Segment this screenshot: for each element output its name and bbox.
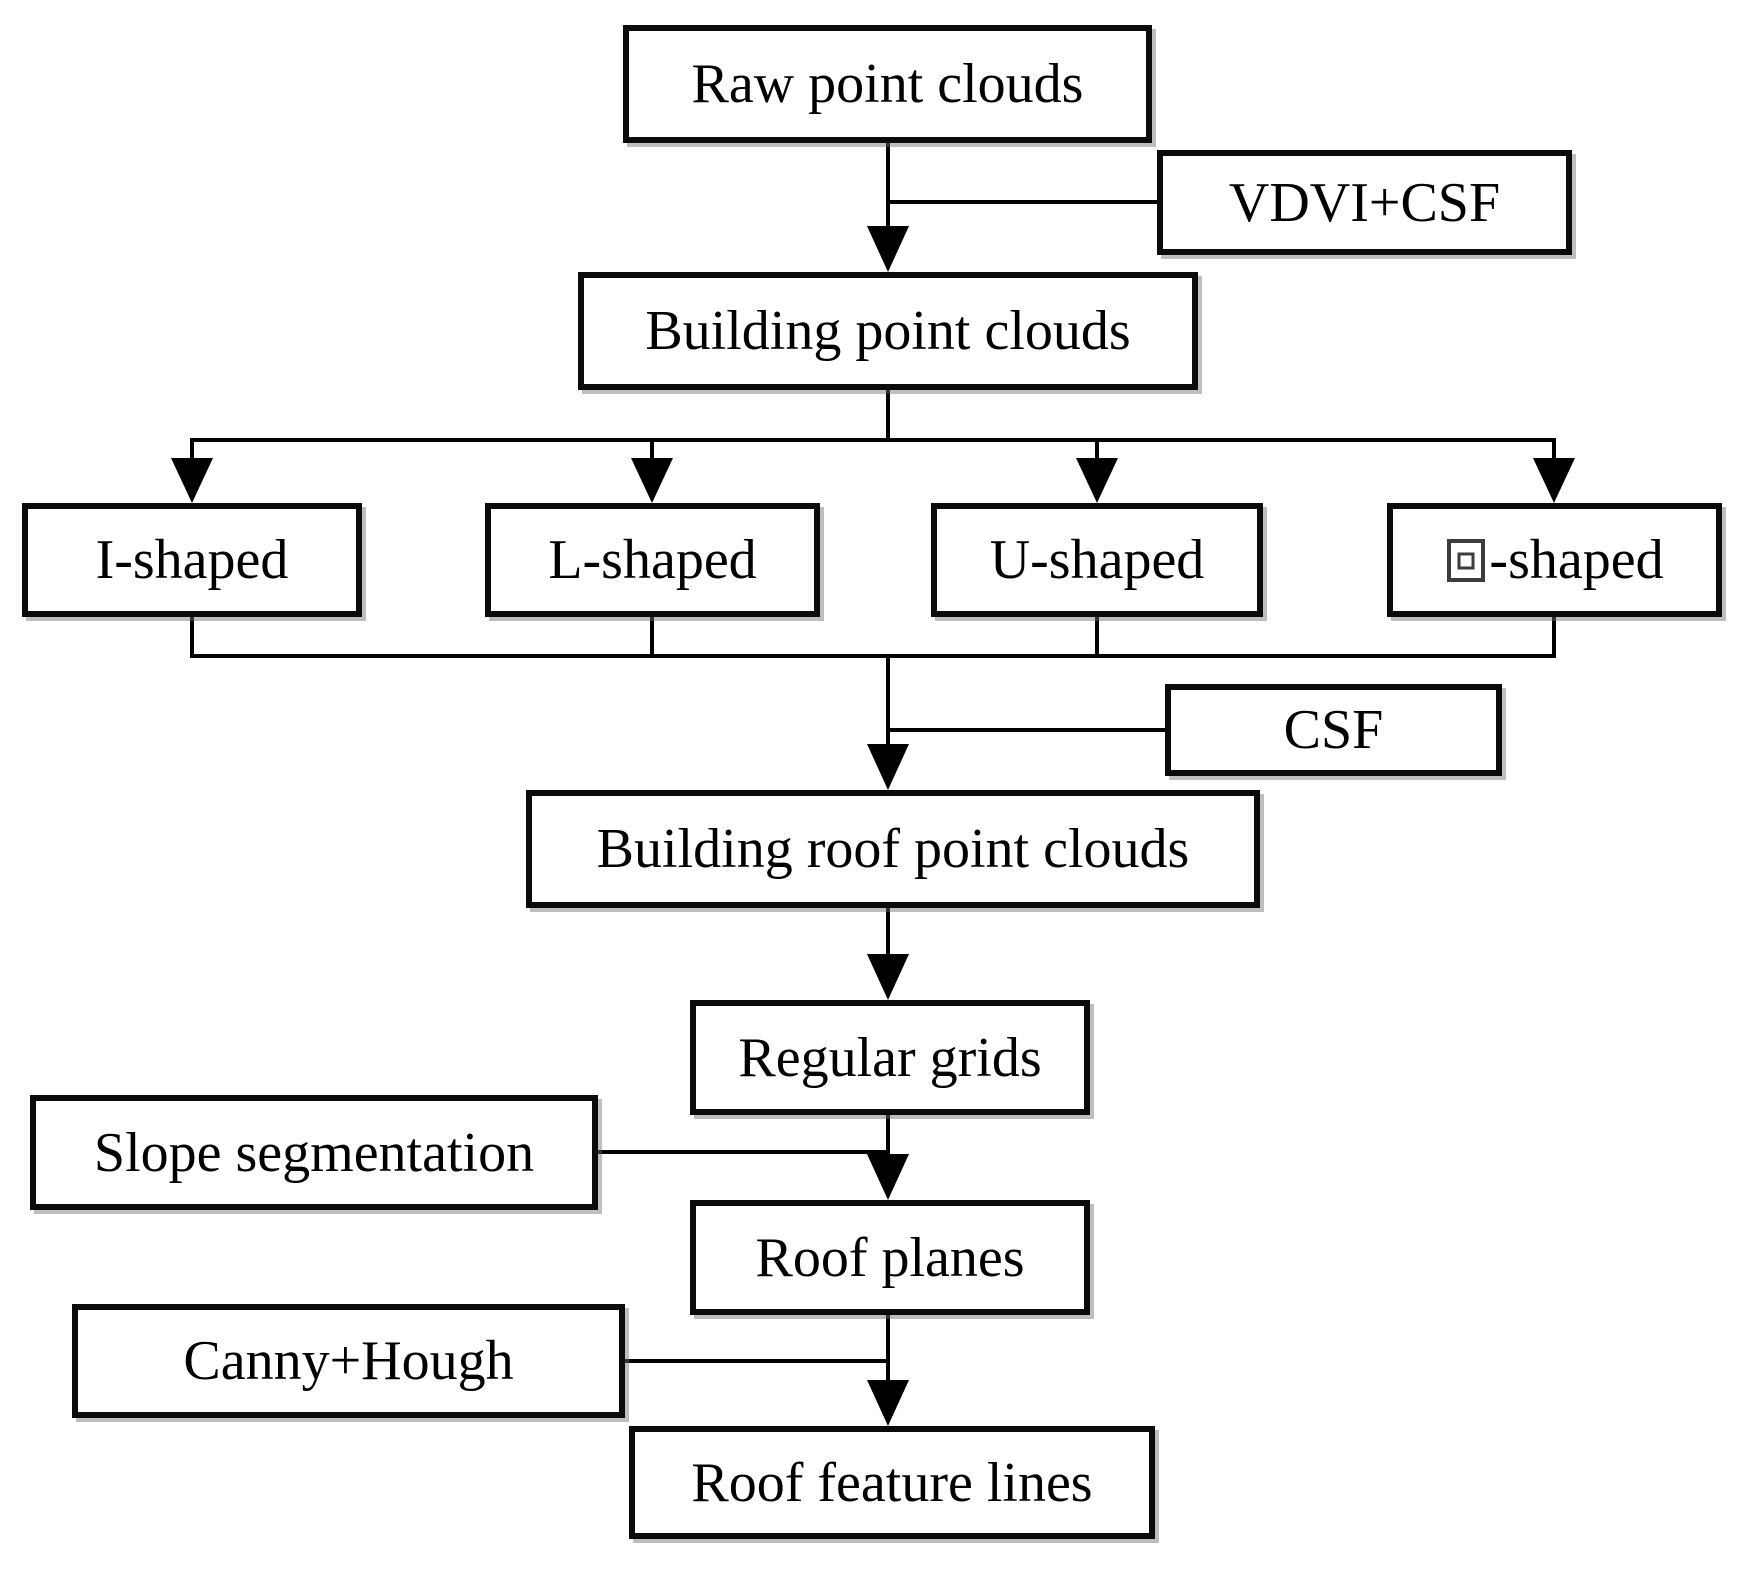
node-label: I-shaped bbox=[95, 529, 289, 591]
node-building-point-clouds: Building point clouds bbox=[578, 272, 1198, 390]
arrowhead-into-i-shaped bbox=[171, 458, 213, 503]
node-label: Raw point clouds bbox=[691, 53, 1084, 115]
arrowhead-into-building bbox=[867, 226, 909, 272]
node-label: -shaped bbox=[1489, 529, 1664, 591]
hui-square-glyph-icon bbox=[1445, 535, 1487, 585]
node-csf: CSF bbox=[1165, 684, 1502, 776]
node-label: U-shaped bbox=[989, 529, 1205, 591]
node-label: CSF bbox=[1283, 699, 1384, 761]
node-label: Building point clouds bbox=[645, 300, 1131, 362]
arrowhead-into-feature-lines bbox=[867, 1380, 909, 1426]
node-label: Slope segmentation bbox=[93, 1121, 535, 1184]
arrowhead-into-grids bbox=[867, 954, 909, 1000]
node-label: Roof feature lines bbox=[691, 1451, 1093, 1514]
arrowhead-into-u-shaped bbox=[1076, 458, 1118, 503]
node-roof-planes: Roof planes bbox=[690, 1200, 1090, 1315]
node-hui-shaped: -shaped bbox=[1387, 503, 1722, 617]
arrowhead-into-l-shaped bbox=[631, 458, 673, 503]
node-label: Regular grids bbox=[738, 1026, 1042, 1089]
node-roof-feature-lines: Roof feature lines bbox=[629, 1426, 1155, 1539]
node-label: Canny+Hough bbox=[183, 1330, 514, 1392]
node-l-shaped: L-shaped bbox=[485, 503, 820, 617]
node-label: Roof planes bbox=[755, 1226, 1025, 1289]
node-i-shaped: I-shaped bbox=[22, 503, 362, 617]
node-label: L-shaped bbox=[548, 529, 757, 591]
node-raw-point-clouds: Raw point clouds bbox=[623, 25, 1152, 143]
arrowhead-into-hui-shaped bbox=[1533, 458, 1575, 503]
node-label: VDVI+CSF bbox=[1228, 171, 1501, 234]
arrowhead-into-roofpc bbox=[867, 744, 909, 790]
node-vdvi-csf: VDVI+CSF bbox=[1157, 150, 1572, 255]
node-building-roof-point-clouds: Building roof point clouds bbox=[526, 790, 1260, 908]
node-canny-hough: Canny+Hough bbox=[72, 1304, 625, 1418]
arrowhead-into-planes bbox=[867, 1154, 909, 1200]
node-u-shaped: U-shaped bbox=[931, 503, 1263, 617]
node-label: Building roof point clouds bbox=[596, 818, 1190, 880]
node-slope-segmentation: Slope segmentation bbox=[30, 1095, 598, 1210]
node-regular-grids: Regular grids bbox=[690, 1000, 1090, 1115]
